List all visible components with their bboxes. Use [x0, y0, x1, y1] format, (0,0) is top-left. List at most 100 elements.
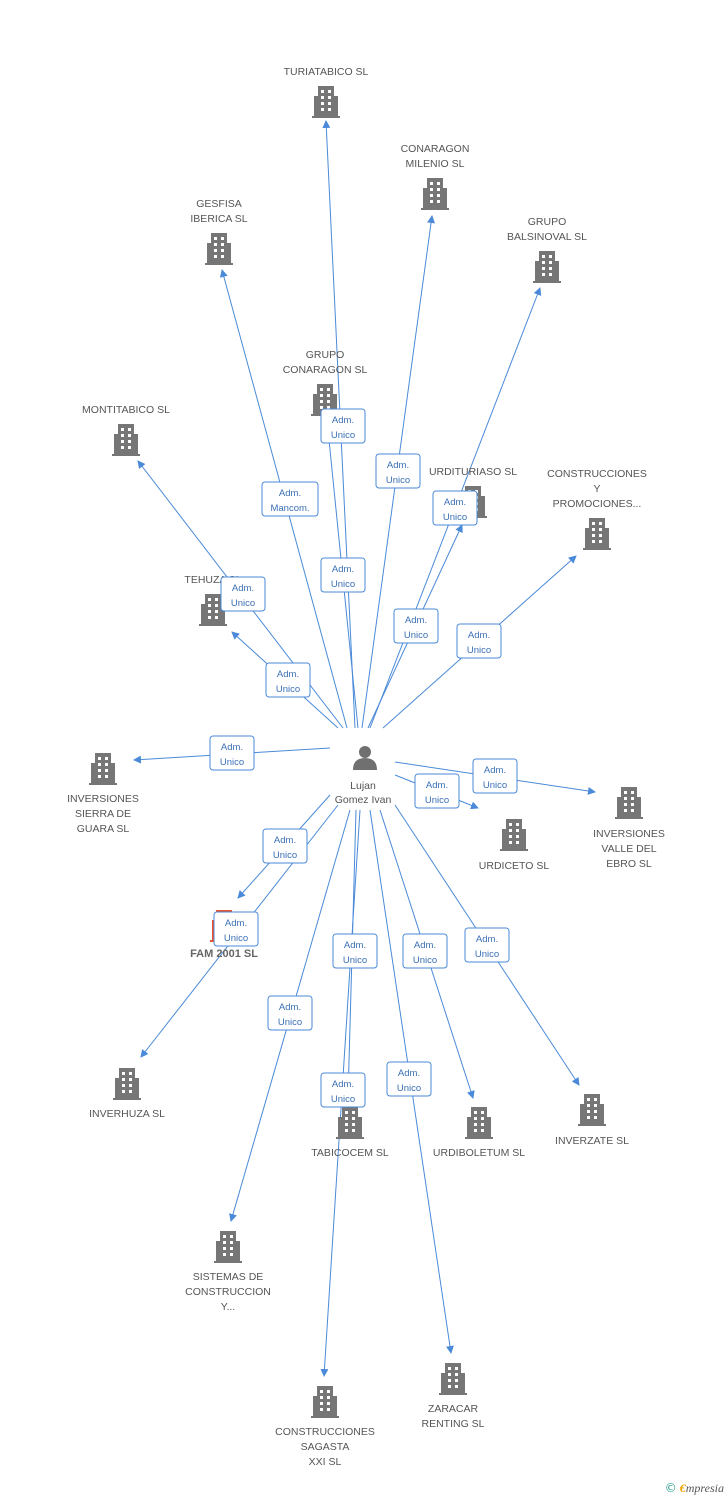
edge-label-conaragon-milenio[interactable]: Adm.Unico: [375, 453, 421, 489]
edge-label-inversiones-sierra[interactable]: Adm.Unico: [209, 735, 255, 771]
edge-label-gesfisa[interactable]: Adm. Mancom.: [261, 481, 319, 517]
company-name-line-1: CONARAGON: [401, 143, 470, 155]
edge-label-line-2: Unico: [425, 795, 449, 806]
person-icon: [353, 746, 377, 770]
edge-label-box: [386, 1061, 432, 1097]
company-name-line-2: IBERICA SL: [190, 213, 247, 225]
company-name-line-1: URDITURIASO SL: [429, 466, 517, 478]
edge-label-tabicocem[interactable]: Adm.Unico: [320, 1072, 366, 1108]
company-name-line-3: Y...: [221, 1301, 235, 1313]
company-node-tabicocem[interactable]: TABICOCEM SL: [311, 1107, 389, 1159]
company-name-line-1: GESFISA: [196, 198, 242, 210]
company-node-construcciones-promociones[interactable]: CONSTRUCCIONESYPROMOCIONES...: [547, 468, 647, 550]
edge-label-grupo-conaragon[interactable]: Adm. Unico: [320, 408, 366, 444]
company-node-montitabico[interactable]: MONTITABICO SL: [82, 404, 170, 456]
edge-label-line-1: Adm.: [484, 765, 506, 776]
edge-label-turiatabico[interactable]: Adm.Unico: [320, 557, 366, 593]
company-node-inverhuza[interactable]: INVERHUZA SL: [89, 1068, 165, 1120]
company-name-line-1: SISTEMAS DE: [193, 1271, 264, 1283]
edge-label-line-2: Unico: [331, 430, 355, 441]
edge-label-box: [456, 623, 502, 659]
company-node-urdiceto[interactable]: URDICETO SL: [479, 819, 550, 872]
edge-label-construcciones-sagasta[interactable]: Adm.Unico: [332, 933, 378, 969]
edge-label-line-2: Unico: [273, 850, 297, 861]
edge-label-box: [375, 453, 421, 489]
company-name-line-1: ZARACAR: [428, 1403, 479, 1415]
edge-label-line-2: Unico: [413, 955, 437, 966]
edge-label-box: [320, 408, 366, 444]
edge-label-box: [432, 490, 478, 526]
edge-label-line-1: Adm.: [426, 780, 448, 791]
edge-label-line-1: Adm.: [279, 1002, 301, 1013]
edge-label-urdituriaso[interactable]: Adm.Unico: [393, 608, 439, 644]
company-node-urdiboletum[interactable]: URDIBOLETUM SL: [433, 1107, 525, 1159]
edge-label-tehuza[interactable]: Adm.Unico: [220, 576, 266, 612]
edge-label-montitabico[interactable]: Adm.Unico: [265, 662, 311, 698]
company-name-line-1: URDIBOLETUM SL: [433, 1147, 525, 1159]
edge-label-urdiboletum[interactable]: Adm.Unico: [402, 933, 448, 969]
edge-label-sistemas-construccion[interactable]: Adm. Unico: [267, 995, 313, 1031]
edge-label-grupo-balsinoval[interactable]: Adm.Unico: [432, 490, 478, 526]
edge-label-box: [464, 927, 510, 963]
company-name-line-1: TURIATABICO SL: [284, 66, 369, 78]
company-node-inverzate[interactable]: INVERZATE SL: [555, 1094, 629, 1147]
building-icon: [112, 424, 140, 456]
edge-label-box: [261, 481, 319, 517]
edge-label-line-2: Unico: [443, 512, 467, 523]
edge-label-line-2: Unico: [397, 1083, 421, 1094]
edge-label-inverhuza[interactable]: Adm.Unico: [213, 911, 259, 947]
edge-label-fam-2001[interactable]: Adm. Unico: [262, 828, 308, 864]
company-name-line-2: SAGASTA: [301, 1441, 350, 1453]
edge-label-construcciones-promociones[interactable]: Adm.Unico: [456, 623, 502, 659]
company-name-line-1: INVERSIONES: [593, 828, 665, 840]
edge-label-box: [265, 662, 311, 698]
building-icon: [439, 1363, 467, 1395]
center-name-line-1: Lujan: [350, 780, 376, 792]
building-icon: [336, 1107, 364, 1139]
edge-label-line-2: Unico: [467, 645, 491, 656]
edge-label-line-1: Adm.: [476, 934, 498, 945]
edge-label-line-1: Adm.: [277, 669, 299, 680]
edge-label-line-2: Unico: [278, 1017, 302, 1028]
company-name-line-1: MONTITABICO SL: [82, 404, 170, 416]
company-node-fam-2001[interactable]: FAM 2001 SL: [190, 910, 258, 960]
company-node-sistemas-construccion[interactable]: SISTEMAS DE CONSTRUCCION Y...: [185, 1231, 271, 1313]
edge-label-box: [320, 1072, 366, 1108]
building-icon: [465, 1107, 493, 1139]
company-node-gesfisa[interactable]: GESFISA IBERICA SL: [190, 198, 248, 265]
edge-label-line-2: Mancom.: [270, 503, 309, 514]
edge-label-inverzate[interactable]: Adm.Unico: [464, 927, 510, 963]
edge-label-line-2: Unico: [331, 1094, 355, 1105]
company-name-line-2: CONSTRUCCION: [185, 1286, 271, 1298]
company-node-urdituriaso[interactable]: URDITURIASO SL: [429, 466, 517, 518]
company-name-line-3: EBRO SL: [606, 858, 652, 870]
copyright-footer[interactable]: © €mpresia: [665, 1481, 724, 1496]
edge-label-line-2: Unico: [404, 630, 428, 641]
company-name-line-1: GRUPO: [306, 349, 345, 361]
edge-label-line-2: Unico: [224, 933, 248, 944]
empresia-logo-initial: €: [679, 1481, 686, 1495]
edge-label-zaracar[interactable]: Adm.Unico: [386, 1061, 432, 1097]
building-icon: [214, 1231, 242, 1263]
company-name-line-1: CONSTRUCCIONES: [275, 1426, 375, 1438]
company-name-line-1: GRUPO: [528, 216, 567, 228]
edge-label-line-1: Adm.: [332, 415, 354, 426]
edge-label-urdiceto[interactable]: Adm. Unico: [414, 773, 460, 809]
edge-label-line-1: Adm.: [279, 488, 301, 499]
edge-label-line-1: Adm.: [221, 742, 243, 753]
edge-label-box: [472, 758, 518, 794]
edge-label-line-1: Adm.: [274, 835, 296, 846]
center-node[interactable]: Lujan Gomez Ivan: [335, 746, 392, 806]
company-node-turiatabico[interactable]: TURIATABICO SL: [284, 66, 369, 118]
edge-label-inversiones-valle[interactable]: Adm.Unico: [472, 758, 518, 794]
edge-label-line-2: Unico: [386, 475, 410, 486]
company-name-line-1: INVERZATE SL: [555, 1135, 629, 1147]
edge-label-box: [267, 995, 313, 1031]
